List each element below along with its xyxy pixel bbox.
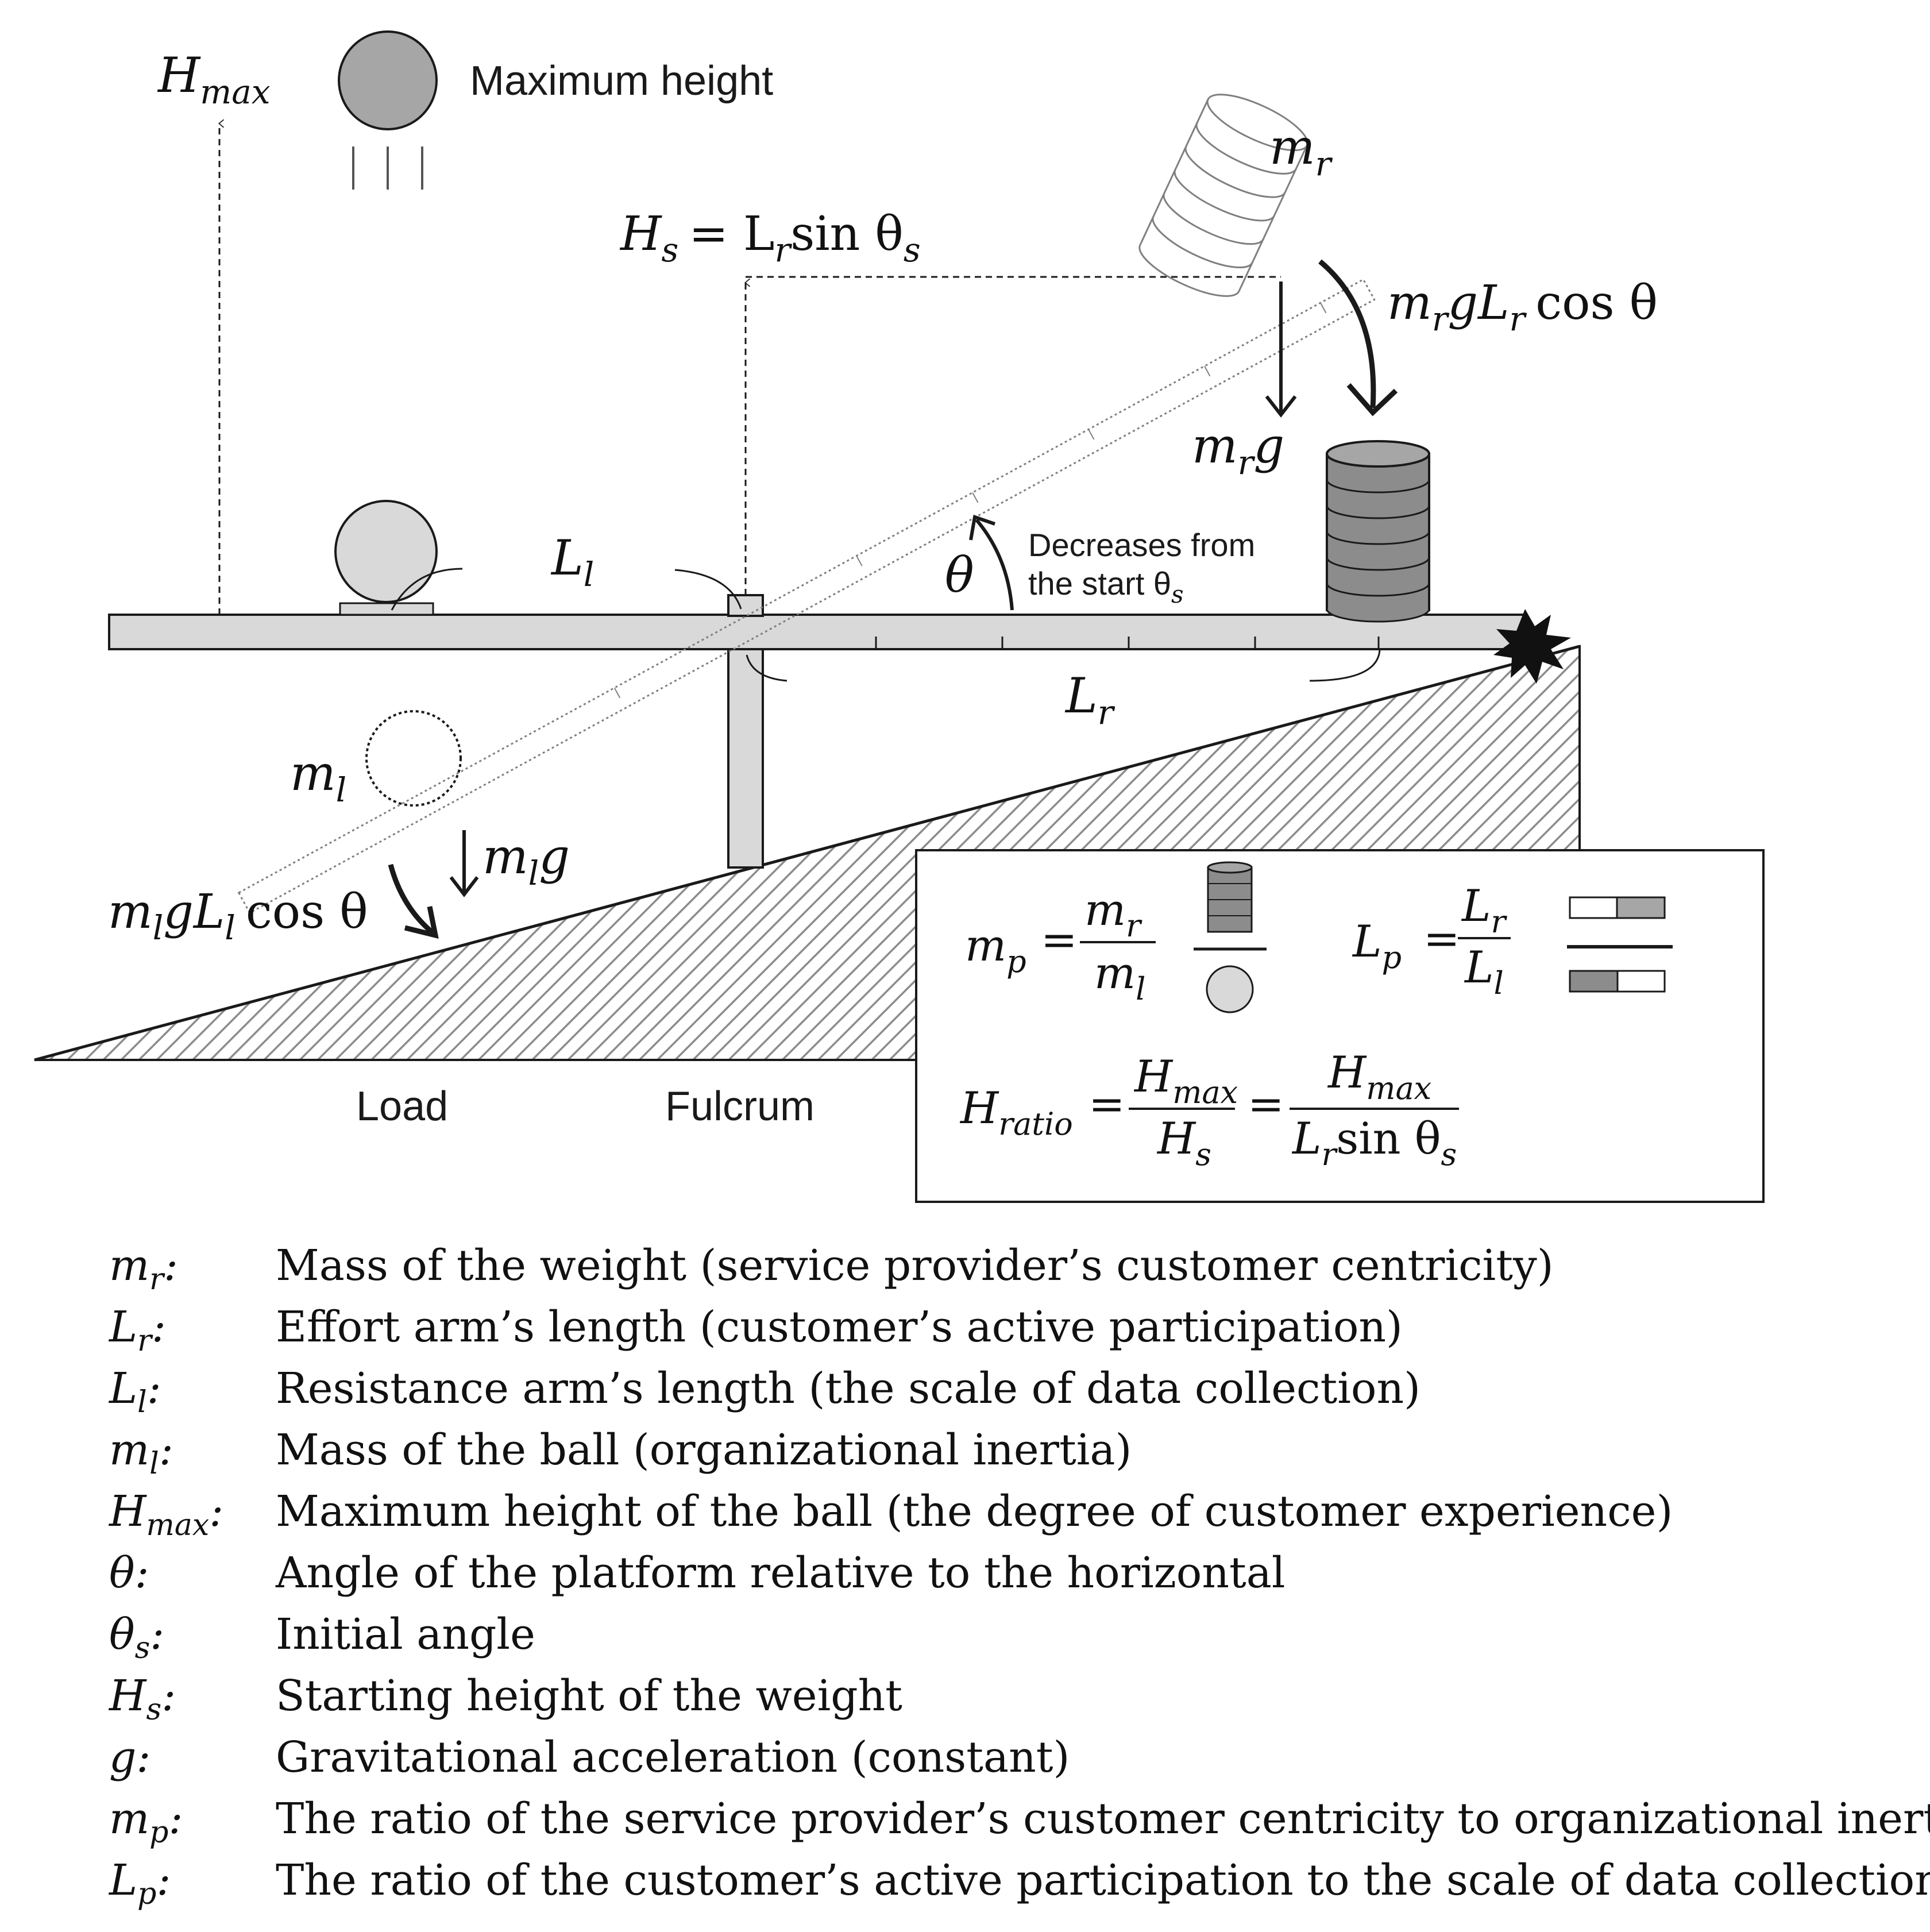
fulcrum-post xyxy=(727,645,764,869)
legend-symbol: θs: xyxy=(109,1610,165,1665)
lp-formula: Lp = Lr Ll xyxy=(1352,880,1511,1001)
legend-description: Mass of the ball (organizational inertia… xyxy=(276,1425,1132,1475)
mp-formula: mp = mr ml xyxy=(965,884,1156,1007)
lp-icon xyxy=(1567,896,1673,993)
hs-formula-label: Hs= Lrsin θs xyxy=(619,207,921,269)
svg-text:=: = xyxy=(1041,914,1078,965)
svg-text:Hs: Hs xyxy=(1156,1113,1211,1173)
legend-row-ll: Ll: Resistance arm’s length (the scale o… xyxy=(109,1358,1924,1420)
svg-text:=: = xyxy=(1248,1078,1284,1129)
legend-symbol: mr: xyxy=(109,1241,178,1297)
legend-description: Maximum height of the ball (the degree o… xyxy=(276,1487,1673,1536)
lr-arc-left xyxy=(746,654,788,682)
lr-arc-right xyxy=(1309,649,1381,682)
legend-row-hmax: Hmax: Maximum height of the ball (the de… xyxy=(109,1481,1924,1542)
svg-text:Ll: Ll xyxy=(1464,942,1504,1001)
horizontal-beam xyxy=(108,614,1526,650)
legend-description: Resistance arm’s length (the scale of da… xyxy=(276,1364,1421,1413)
legend-row-theta-s: θs: Initial angle xyxy=(109,1604,1924,1665)
legend-row-hs: Hs: Starting height of the weight xyxy=(109,1665,1924,1727)
svg-text:=: = xyxy=(1088,1078,1125,1129)
legend-symbol: g: xyxy=(109,1733,151,1782)
legend-row-mr: mr: Mass of the weight (service provider… xyxy=(109,1235,1924,1297)
motion-lines xyxy=(352,146,423,190)
legend-description: Effort arm’s length (customer’s active p… xyxy=(276,1302,1403,1352)
tilted-beam-initial xyxy=(237,278,1376,915)
beam-ticks xyxy=(875,637,1380,649)
legend-row-ml: ml: Mass of the ball (organizational ine… xyxy=(109,1420,1924,1481)
legend-description: The ratio of the service provider’s cust… xyxy=(276,1794,1930,1844)
svg-text:Hmax: Hmax xyxy=(1133,1051,1238,1110)
weight-stack xyxy=(1326,440,1430,623)
legend-row-mp: mp: The ratio of the service provider’s … xyxy=(109,1788,1930,1850)
legend-symbol: ml: xyxy=(109,1425,173,1481)
legend-symbol: Lp: xyxy=(109,1856,171,1911)
ml-label: ml xyxy=(290,745,346,809)
symbol-legend: mr: Mass of the weight (service provider… xyxy=(109,1235,1930,1911)
legend-row-g: g: Gravitational acceleration (constant) xyxy=(109,1727,1924,1788)
max-height-ball xyxy=(338,30,438,130)
ball-initial-dotted xyxy=(365,710,462,807)
fulcrum-label: Fulcrum xyxy=(665,1083,815,1129)
legend-description: Starting height of the weight xyxy=(276,1671,903,1721)
legend-symbol: Ll: xyxy=(109,1364,161,1420)
svg-text:Lp: Lp xyxy=(1352,916,1402,975)
legend-symbol: Hs: xyxy=(109,1671,176,1727)
impact-star-icon xyxy=(1493,609,1571,684)
hratio-formula: Hratio = Hmax Hs = Hmax Lrsin θs xyxy=(959,1047,1459,1173)
maximum-height-label: Maximum height xyxy=(470,58,773,104)
mrg-label: mrg xyxy=(1192,418,1284,482)
svg-text:Lrsin θs: Lrsin θs xyxy=(1291,1113,1457,1173)
mrg-force-arrow xyxy=(1265,281,1297,418)
legend-symbol: θ: xyxy=(109,1548,149,1598)
mlg-label: mlg xyxy=(482,828,570,893)
weight-stack-initial xyxy=(1138,94,1308,297)
svg-text:=: = xyxy=(1423,913,1460,964)
ball-base xyxy=(339,602,434,616)
load-ball xyxy=(334,500,438,603)
legend-description: Initial angle xyxy=(276,1610,535,1659)
legend-symbol: Lr: xyxy=(109,1302,166,1358)
legend-description: Gravitational acceleration (constant) xyxy=(276,1733,1070,1782)
legend-row-lp: Lp: The ratio of the customer’s active p… xyxy=(109,1850,1930,1911)
svg-text:Hratio: Hratio xyxy=(959,1082,1073,1142)
legend-row-lr: Lr: Effort arm’s length (customer’s acti… xyxy=(109,1297,1924,1358)
mp-icon xyxy=(1194,861,1267,1013)
svg-text:mp: mp xyxy=(965,920,1026,980)
svg-text:Lr: Lr xyxy=(1461,880,1507,940)
svg-text:ml: ml xyxy=(1094,947,1145,1007)
mr-label: mr xyxy=(1269,119,1333,183)
svg-text:mr: mr xyxy=(1084,884,1142,944)
svg-text:Hmax: Hmax xyxy=(1327,1047,1431,1106)
ll-label: Ll xyxy=(550,530,594,594)
mlg-force-arrow xyxy=(449,830,479,897)
ll-arc-right xyxy=(674,569,742,610)
fulcrum-cap xyxy=(727,594,764,617)
lr-label: Lr xyxy=(1064,668,1115,732)
legend-description: Angle of the platform relative to the ho… xyxy=(276,1548,1286,1598)
decreases-label-line1: Decreases from xyxy=(1028,527,1255,563)
legend-symbol: Hmax: xyxy=(109,1487,224,1542)
mr-torque-arrow xyxy=(1318,259,1398,417)
legend-description: Mass of the weight (service provider’s c… xyxy=(276,1241,1554,1290)
legend-symbol: mp: xyxy=(109,1794,183,1850)
ll-arc-left xyxy=(391,568,463,611)
hmax-label: Hmax xyxy=(157,47,271,111)
legend-row-theta: θ: Angle of the platform relative to the… xyxy=(109,1542,1924,1604)
theta-label: θ xyxy=(945,547,974,603)
load-label: Load xyxy=(356,1083,448,1129)
legend-description: The ratio of the customer’s active parti… xyxy=(276,1856,1930,1905)
ml-torque-arrow xyxy=(388,863,439,939)
decreases-label-line2: the start θs xyxy=(1028,565,1184,608)
theta-arrow xyxy=(969,515,1014,611)
